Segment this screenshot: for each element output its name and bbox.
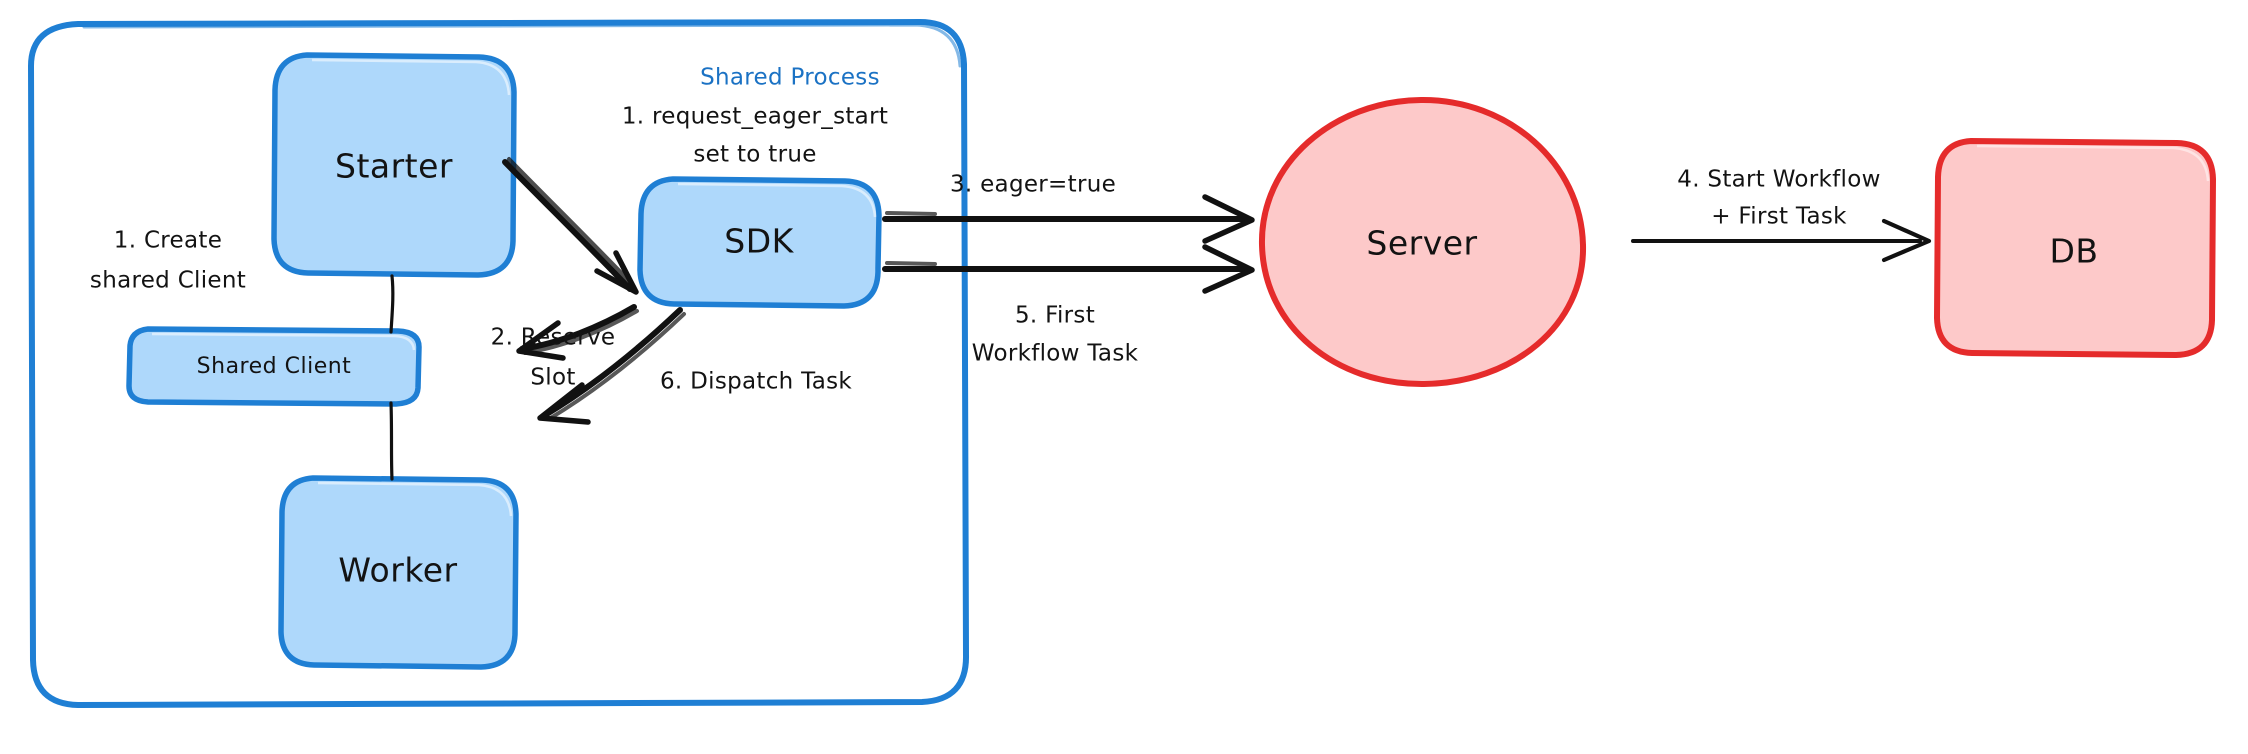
edge6-arrowhead <box>1202 244 1255 294</box>
edge5-arrowhead <box>1881 218 1932 263</box>
sdk-shape <box>637 176 882 309</box>
edge-starter-sdk: 1. request_eager_start set to true <box>502 104 888 295</box>
worker-shape-sketch <box>317 481 513 517</box>
edge1-label-line1: 1. Create <box>114 228 222 254</box>
edge-starter-shared-client: 1. Create shared Client <box>90 228 395 334</box>
starter-shape <box>271 52 517 278</box>
node-sdk[interactable]: SDK <box>637 176 882 309</box>
sdk-label: SDK <box>724 222 794 261</box>
edge1-label-line2: shared Client <box>90 268 246 294</box>
edge7-line-sketch <box>547 312 686 421</box>
edge-server-db: 4. Start Workflow + First Task <box>1631 167 1932 263</box>
shared-client-label: Shared Client <box>197 354 352 379</box>
edge4-label-line1: 3. eager=true <box>950 172 1116 198</box>
edge-sdk-server-first-task: 5. First Workflow Task <box>882 244 1255 367</box>
starter-label: Starter <box>335 147 453 186</box>
edge3-label-line1: 2. Reserve <box>491 325 616 351</box>
edge7-label-line1: 6. Dispatch Task <box>660 369 852 395</box>
edge2-line-sketch <box>507 157 635 287</box>
edge2-label-line2: set to true <box>693 142 816 168</box>
edge3-line <box>519 304 637 352</box>
sdk-shape-sketch <box>677 182 877 218</box>
db-shape <box>1934 138 2216 358</box>
node-db[interactable]: DB <box>1934 138 2216 358</box>
server-shape-sketch <box>1342 100 1399 121</box>
edge1b-line <box>389 401 394 481</box>
shared-process-border-sketch <box>82 23 962 68</box>
edge4-arrowhead <box>1202 194 1255 244</box>
shared-client-shape <box>126 326 422 407</box>
server-label: Server <box>1366 224 1477 263</box>
node-worker[interactable]: Worker <box>278 475 519 670</box>
shared-process-border <box>28 19 970 708</box>
edge6-label-line1: 5. First <box>1015 303 1095 329</box>
server-shape <box>1258 96 1587 388</box>
edge2-arrowhead <box>594 250 639 295</box>
node-server[interactable]: Server <box>1258 96 1587 388</box>
db-label: DB <box>2049 232 2098 271</box>
edge3-line-sketch <box>523 309 639 355</box>
edge6-label-line2: Workflow Task <box>972 341 1139 367</box>
edge-sdk-worker-reserve: 2. Reserve Slot <box>491 304 639 391</box>
db-shape-sketch <box>1976 144 2210 182</box>
edge-shared-client-worker <box>389 401 394 481</box>
shared-process-label: Shared Process <box>700 65 880 91</box>
node-starter[interactable]: Starter <box>271 52 517 278</box>
edge3-arrowhead <box>516 320 566 361</box>
edge6-line-sketch <box>885 261 937 266</box>
edge7-line <box>542 307 683 418</box>
starter-shape-sketch <box>311 58 511 96</box>
edge5-label-line1: 4. Start Workflow <box>1677 167 1880 193</box>
worker-label: Worker <box>338 551 457 590</box>
edge-sdk-worker-dispatch: 6. Dispatch Task <box>537 307 852 425</box>
edge1-line <box>389 274 395 334</box>
edge2-line <box>502 159 633 292</box>
shared-client-shape-sketch <box>151 332 416 351</box>
worker-shape <box>278 475 519 670</box>
shared-process-group: Shared Process <box>28 19 970 708</box>
edge2-label-line1: 1. request_eager_start <box>622 104 888 130</box>
edge4-line-sketch <box>885 211 937 216</box>
node-shared-client[interactable]: Shared Client <box>126 326 422 407</box>
edge5-label-line2: + First Task <box>1711 204 1847 230</box>
edge3-label-line2: Slot <box>530 365 575 391</box>
edge7-arrowhead <box>537 382 591 425</box>
edge-sdk-server-eager: 3. eager=true <box>882 172 1255 244</box>
